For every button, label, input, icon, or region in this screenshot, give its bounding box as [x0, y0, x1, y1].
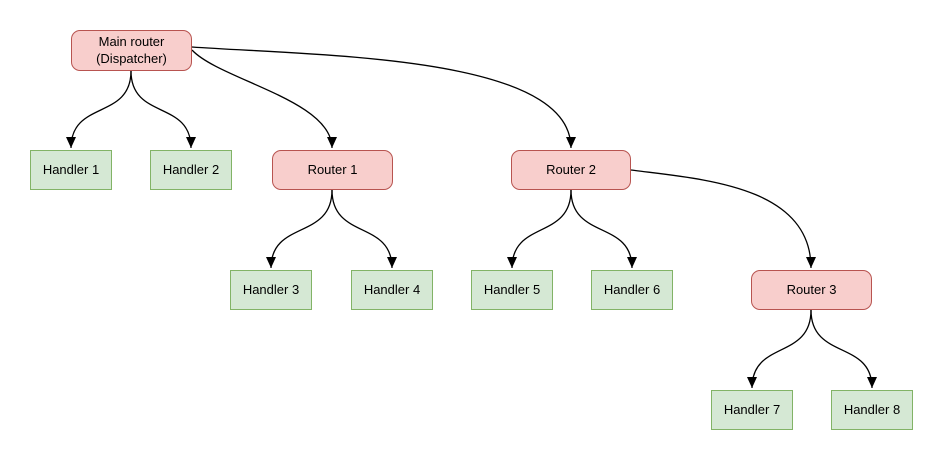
- node-main-router[interactable]: Main router (Dispatcher): [71, 30, 192, 71]
- node-router-3-label: Router 3: [786, 281, 837, 297]
- edge-main-router-to-handler-1: [66, 70, 132, 149]
- node-handler-7-label: Handler 7: [723, 401, 781, 417]
- node-handler-5[interactable]: Handler 5: [471, 270, 553, 310]
- node-router-3[interactable]: Router 3: [751, 270, 872, 310]
- edge-router-2-to-router-3: [630, 169, 816, 269]
- edge-router-3-to-handler-7: [747, 309, 812, 389]
- node-handler-3-label: Handler 3: [242, 281, 300, 297]
- edge-router-3-to-handler-8: [810, 309, 877, 389]
- edge-main-router-to-handler-2: [130, 70, 196, 149]
- node-router-2[interactable]: Router 2: [511, 150, 631, 190]
- node-handler-6-label: Handler 6: [603, 281, 661, 297]
- node-handler-4-label: Handler 4: [363, 281, 421, 297]
- node-router-1[interactable]: Router 1: [272, 150, 393, 190]
- node-handler-6[interactable]: Handler 6: [591, 270, 673, 310]
- node-handler-7[interactable]: Handler 7: [711, 390, 793, 430]
- node-handler-8[interactable]: Handler 8: [831, 390, 913, 430]
- node-router-1-label: Router 1: [307, 161, 358, 177]
- node-handler-8-label: Handler 8: [843, 401, 901, 417]
- node-handler-1-label: Handler 1: [42, 161, 100, 177]
- node-handler-1[interactable]: Handler 1: [30, 150, 112, 190]
- edge-router-1-to-handler-3: [266, 189, 333, 269]
- edge-router-2-to-handler-5: [507, 189, 572, 269]
- node-handler-2-label: Handler 2: [162, 161, 220, 177]
- node-handler-2[interactable]: Handler 2: [150, 150, 232, 190]
- edge-main-router-to-router-2: [191, 46, 576, 149]
- node-handler-4[interactable]: Handler 4: [351, 270, 433, 310]
- edge-router-1-to-handler-4: [331, 189, 397, 269]
- edge-main-router-to-router-1: [191, 49, 337, 149]
- node-handler-5-label: Handler 5: [483, 281, 541, 297]
- edge-router-2-to-handler-6: [570, 189, 637, 269]
- node-handler-3[interactable]: Handler 3: [230, 270, 312, 310]
- node-main-router-label: Main router (Dispatcher): [96, 33, 167, 66]
- node-router-2-label: Router 2: [546, 161, 596, 177]
